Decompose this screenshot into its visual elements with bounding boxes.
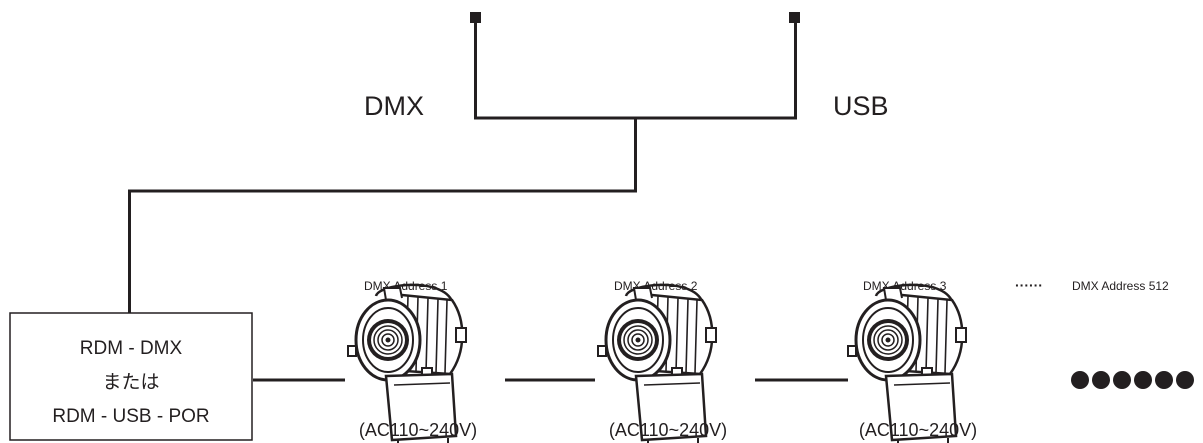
- dmx-terminal: [470, 12, 481, 23]
- continuation-dot: [1092, 371, 1110, 389]
- fixture-voltage-label: (AC110~240V): [359, 420, 477, 440]
- continuation-dot: [1113, 371, 1131, 389]
- fixture-1: DMX Address 1 (AC110~240V): [346, 279, 477, 443]
- ellipsis-mark: ······: [1015, 277, 1043, 293]
- fixture-2: DMX Address 2 (AC110~240V): [596, 279, 727, 443]
- continuation-dot: [1155, 371, 1173, 389]
- usb-label: USB: [833, 91, 889, 121]
- controller-box: [9, 312, 253, 441]
- continuation-dot: [1071, 371, 1089, 389]
- fixture-voltage-label: (AC110~240V): [609, 420, 727, 440]
- fixture-3: DMX Address 3 (AC110~240V): [846, 279, 977, 443]
- continuation-dot: [1134, 371, 1152, 389]
- usb-terminal: [789, 12, 800, 23]
- continuation-dot: [1176, 371, 1194, 389]
- controller-line-2: または: [102, 372, 159, 393]
- fixture-voltage-label: (AC110~240V): [859, 420, 977, 440]
- controller-line-3: RDM - USB - POR: [52, 406, 209, 427]
- controller-line-1: RDM - DMX: [80, 338, 183, 359]
- dmx-label: DMX: [364, 91, 424, 121]
- continuation-dots: [1071, 371, 1194, 389]
- bus-wires: [128, 23, 797, 313]
- last-address-label: DMX Address 512: [1072, 279, 1169, 293]
